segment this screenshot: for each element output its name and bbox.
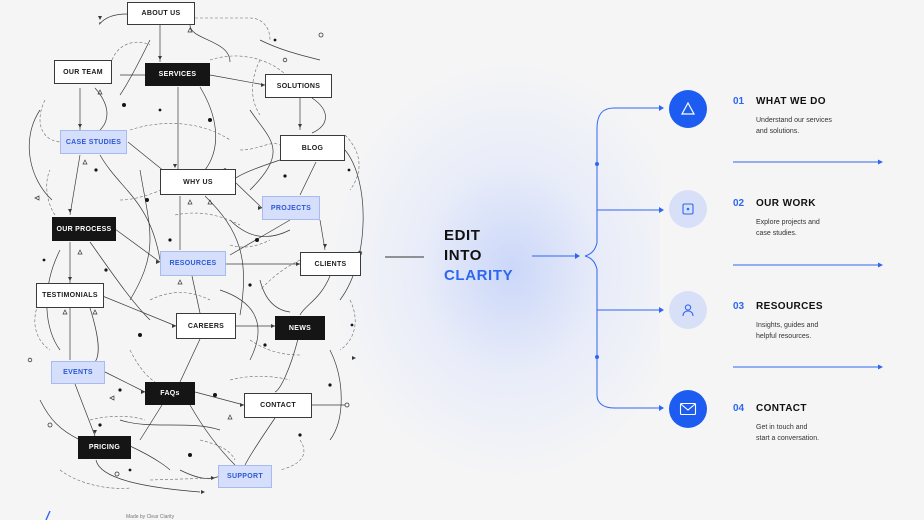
step-04-number: 04 bbox=[733, 403, 745, 414]
person-icon bbox=[669, 291, 707, 329]
step-03-number: 03 bbox=[733, 301, 745, 312]
node-projects: PROJECTS bbox=[262, 196, 320, 220]
node-solutions: SOLUTIONS bbox=[265, 74, 332, 98]
step-03-desc-line-1: Insights, guides and bbox=[756, 322, 819, 329]
step-04-desc-line-2: start a conversation. bbox=[756, 435, 820, 442]
node-case-studies: CASE STUDIES bbox=[60, 130, 127, 154]
node-pricing: PRICING bbox=[78, 436, 131, 459]
node-our-process: OUR PROCESS bbox=[52, 217, 116, 241]
node-events: EVENTS bbox=[51, 361, 105, 384]
step-01-desc-line-1: Understand our services bbox=[756, 117, 832, 124]
step-01-title: WHAT WE DO bbox=[756, 96, 826, 107]
node-services: SERVICES bbox=[145, 63, 210, 86]
step-02-title: OUR WORK bbox=[756, 198, 816, 209]
headline-line-1: EDIT bbox=[444, 227, 481, 244]
brand-mark-icon bbox=[45, 510, 51, 520]
step-02-desc: Explore projects and case studies. bbox=[756, 217, 866, 239]
node-faqs: FAQs bbox=[145, 382, 195, 405]
headline: EDIT INTO CLARITY bbox=[444, 226, 513, 286]
square-icon bbox=[669, 190, 707, 228]
step-02-desc-line-1: Explore projects and bbox=[756, 219, 820, 226]
node-careers: CAREERS bbox=[176, 313, 236, 339]
step-04-title: CONTACT bbox=[756, 403, 807, 414]
node-blog: BLOG bbox=[280, 135, 345, 161]
step-01-desc: Understand our services and solutions. bbox=[756, 115, 866, 137]
node-contact: CONTACT bbox=[244, 393, 312, 418]
footer-credit: Made by Clear Clarity bbox=[126, 514, 175, 520]
node-clients: CLIENTS bbox=[300, 252, 361, 276]
headline-line-3: CLARITY bbox=[444, 267, 514, 284]
envelope-icon bbox=[669, 390, 707, 428]
step-01-number: 01 bbox=[733, 96, 745, 107]
step-03-desc-line-2: helpful resources. bbox=[756, 333, 812, 340]
step-03-desc: Insights, guides and helpful resources. bbox=[756, 320, 866, 342]
step-02-number: 02 bbox=[733, 198, 745, 209]
step-04-desc-line-1: Get in touch and bbox=[756, 424, 808, 431]
triangle-icon bbox=[669, 90, 707, 128]
headline-line-2: INTO bbox=[444, 247, 482, 264]
node-why-us: WHY US bbox=[160, 169, 236, 195]
step-01-desc-line-2: and solutions. bbox=[756, 128, 800, 135]
node-our-team: OUR TEAM bbox=[54, 60, 112, 84]
step-02-desc-line-2: case studies. bbox=[756, 230, 797, 237]
node-about-us: ABOUT US bbox=[127, 2, 195, 25]
node-testimonials: TESTIMONIALS bbox=[36, 283, 104, 308]
node-news: NEWS bbox=[275, 316, 325, 340]
node-support: SUPPORT bbox=[218, 465, 272, 488]
node-resources: RESOURCES bbox=[160, 251, 226, 276]
step-03-title: RESOURCES bbox=[756, 301, 823, 312]
step-04-desc: Get in touch and start a conversation. bbox=[756, 422, 866, 444]
